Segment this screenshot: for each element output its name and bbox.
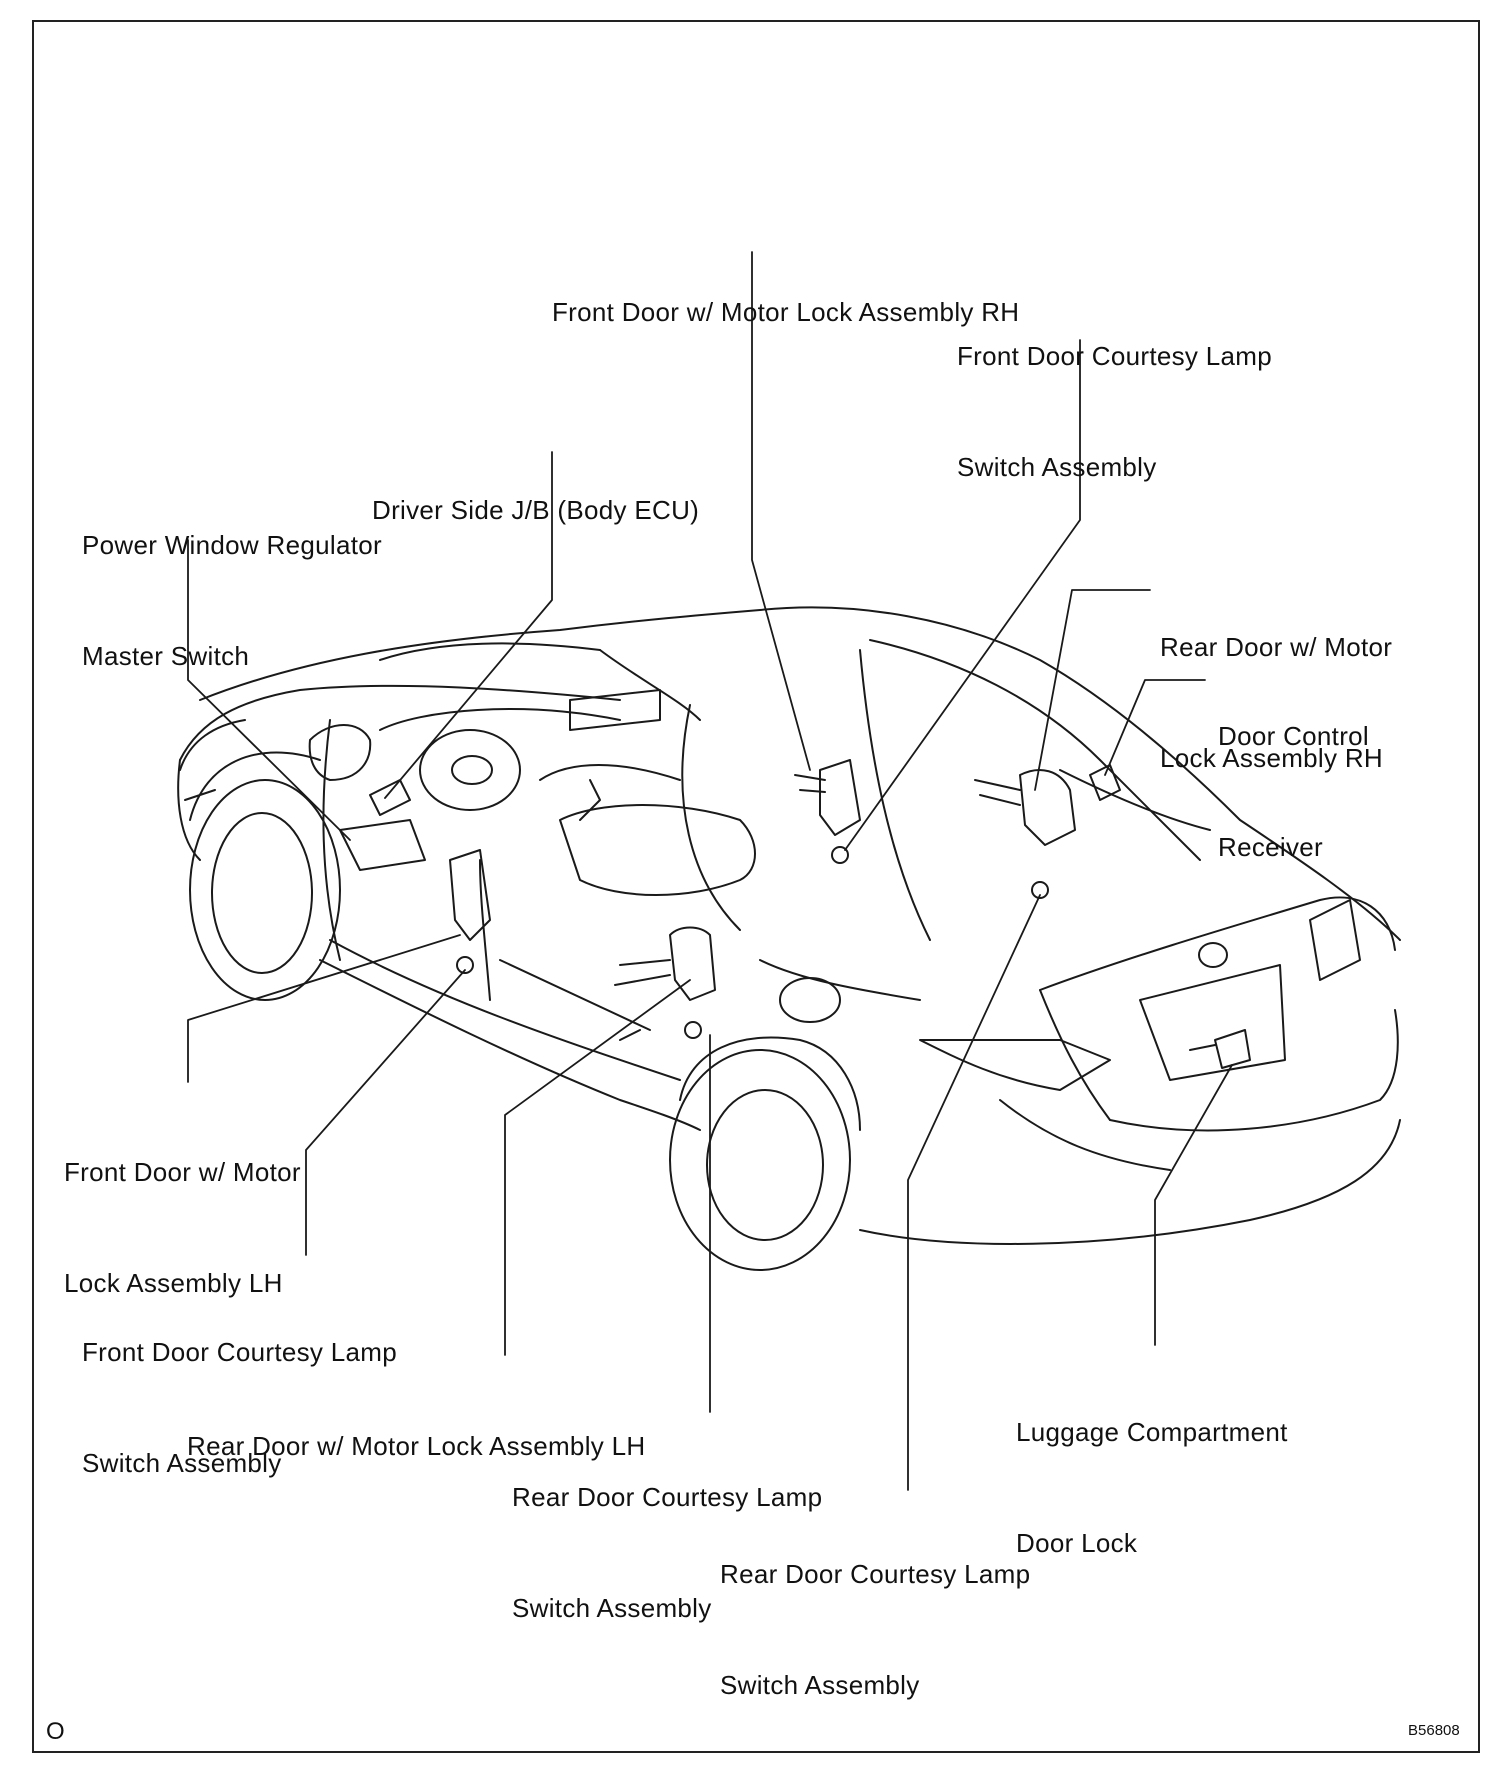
label-rear-door-lock-lh: Rear Door w/ Motor Lock Assembly LH bbox=[187, 1354, 645, 1502]
label-line: Lock Assembly LH bbox=[64, 1268, 283, 1298]
diagram-frame bbox=[32, 20, 1480, 1753]
leader-driver-side-jb bbox=[384, 451, 553, 799]
label-line: Switch Assembly bbox=[720, 1670, 920, 1700]
label-line: Door Control bbox=[1218, 721, 1369, 751]
leader-power-window-master bbox=[187, 539, 351, 841]
label-line: Switch Assembly bbox=[512, 1593, 712, 1623]
label-rear-door-courtesy-lh: Rear Door Courtesy Lamp Switch Assembly bbox=[512, 1405, 822, 1664]
figure-code: B56808 bbox=[1408, 1722, 1460, 1739]
leader-rear-door-lock-rh bbox=[1034, 589, 1151, 791]
label-rear-door-courtesy-rh: Rear Door Courtesy Lamp Switch Assembly bbox=[720, 1482, 1030, 1741]
label-front-door-courtesy-lh: Front Door Courtesy Lamp Switch Assembly bbox=[82, 1260, 397, 1519]
label-line: Receiver bbox=[1218, 832, 1323, 862]
front-door-courtesy-rh bbox=[831, 846, 849, 864]
label-line: Lock Assembly RH bbox=[1160, 743, 1383, 773]
corner-mark: O bbox=[46, 1718, 65, 1745]
leader-luggage-door-lock bbox=[1154, 1064, 1233, 1346]
label-line: Power Window Regulator bbox=[82, 530, 382, 560]
label-door-control-receiver: Door Control Receiver bbox=[1218, 644, 1369, 903]
label-rear-door-lock-rh: Rear Door w/ Motor Lock Assembly RH bbox=[1160, 555, 1392, 814]
front-door-lock-rh bbox=[819, 759, 861, 836]
label-line: Rear Door Courtesy Lamp bbox=[512, 1482, 823, 1512]
label-front-door-lock-rh: Front Door w/ Motor Lock Assembly RH bbox=[552, 220, 1019, 368]
leader-front-door-lock-rh bbox=[751, 251, 811, 771]
label-luggage-door-lock: Luggage Compartment Door Lock bbox=[1016, 1340, 1288, 1599]
component-parts bbox=[339, 759, 1251, 1069]
rear-door-lock-rh bbox=[1019, 769, 1076, 846]
label-front-door-lock-lh: Front Door w/ Motor Lock Assembly LH bbox=[64, 1080, 301, 1339]
luggage-door-lock bbox=[1214, 1029, 1251, 1069]
front-door-lock-lh bbox=[449, 849, 491, 941]
door-control-receiver bbox=[1089, 764, 1121, 801]
leader-rear-door-lock-lh bbox=[504, 979, 691, 1356]
leader-door-control-receiver bbox=[1104, 679, 1206, 776]
power-window-master-switch bbox=[339, 819, 426, 871]
label-line: Door Lock bbox=[1016, 1528, 1138, 1558]
car-body bbox=[177, 606, 1401, 1271]
leader-rear-door-courtesy-rh bbox=[907, 894, 1041, 1491]
label-line: Switch Assembly bbox=[82, 1448, 282, 1478]
leader-lines bbox=[187, 251, 1233, 1491]
label-line: Front Door w/ Motor bbox=[64, 1157, 301, 1187]
leader-front-door-courtesy-rh bbox=[844, 339, 1081, 851]
label-line: Front Door Courtesy Lamp bbox=[957, 341, 1272, 371]
label-driver-side-jb: Driver Side J/B (Body ECU) bbox=[372, 418, 699, 566]
label-line: Driver Side J/B (Body ECU) bbox=[372, 495, 700, 525]
rear-door-courtesy-rh bbox=[1031, 881, 1049, 899]
label-line: Master Switch bbox=[82, 641, 250, 671]
label-line: Front Door Courtesy Lamp bbox=[82, 1337, 397, 1367]
leader-front-door-lock-lh bbox=[187, 934, 461, 1083]
label-line: Rear Door w/ Motor bbox=[1160, 632, 1393, 662]
rear-door-courtesy-lh bbox=[684, 1021, 702, 1039]
label-line: Luggage Compartment bbox=[1016, 1417, 1288, 1447]
label-front-door-courtesy-rh: Front Door Courtesy Lamp Switch Assembly bbox=[957, 264, 1272, 523]
driver-side-jb bbox=[369, 779, 411, 816]
leader-front-door-courtesy-lh bbox=[305, 969, 466, 1256]
rear-door-lock-lh bbox=[669, 926, 716, 1001]
label-line: Switch Assembly bbox=[957, 452, 1157, 482]
label-power-window-master: Power Window Regulator Master Switch bbox=[82, 453, 382, 712]
label-line: Rear Door w/ Motor Lock Assembly LH bbox=[187, 1431, 646, 1461]
label-line: Front Door w/ Motor Lock Assembly RH bbox=[552, 297, 1020, 327]
front-door-courtesy-lh bbox=[456, 956, 474, 974]
label-line: Rear Door Courtesy Lamp bbox=[720, 1559, 1031, 1589]
